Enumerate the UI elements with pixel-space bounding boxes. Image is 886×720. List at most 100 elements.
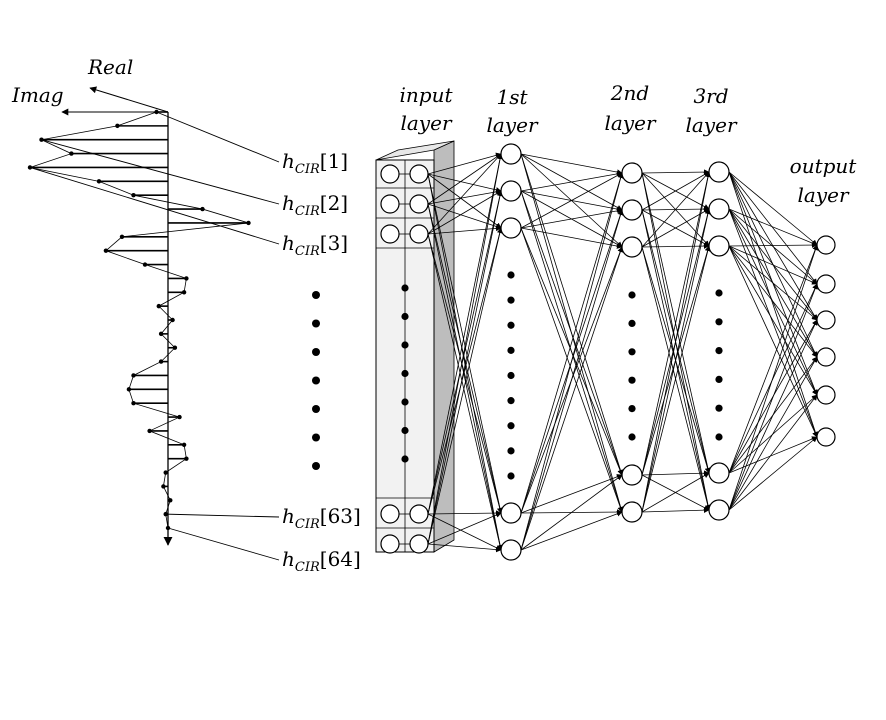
- connection: [427, 227, 503, 545]
- connection: [520, 172, 624, 551]
- hidden1-node: [500, 180, 522, 202]
- real-axis-arrow: [89, 86, 169, 113]
- connection: [641, 171, 711, 476]
- cir-envelope: [28, 111, 249, 529]
- input-ellipsis-dot: [401, 426, 409, 435]
- row-ellipsis-dot: [312, 433, 320, 442]
- connection: [728, 245, 818, 321]
- connection: [641, 472, 710, 513]
- leader-line: [165, 513, 280, 518]
- connection: [520, 227, 623, 513]
- connection: [427, 190, 503, 515]
- imag-axis-label: Imag: [11, 83, 64, 107]
- input-ellipsis-dot: [401, 341, 409, 349]
- connection: [520, 511, 623, 551]
- second-layer-label-line1: 2nd: [610, 81, 649, 105]
- connection: [520, 208, 623, 229]
- leader-line: [156, 111, 280, 163]
- connection: [427, 512, 502, 545]
- connection: [427, 227, 503, 515]
- hidden2-ellipsis-dot: [628, 319, 636, 327]
- network-connections: [399, 152, 819, 553]
- connection: [427, 233, 503, 551]
- third-layer-label-line2: layer: [685, 113, 737, 137]
- output-node: [816, 427, 836, 447]
- connection: [427, 173, 503, 514]
- hidden1-node: [500, 217, 522, 239]
- hidden1-ellipsis-dot: [507, 371, 515, 380]
- connection: [427, 513, 502, 551]
- connection: [728, 283, 818, 511]
- input-layer-block: [375, 140, 455, 553]
- leader-line: [41, 139, 280, 205]
- hidden3-node: [708, 235, 730, 257]
- connection: [728, 245, 818, 438]
- connection: [427, 203, 502, 230]
- hidden3-ellipsis-dot: [715, 347, 723, 355]
- connection: [728, 436, 818, 511]
- hidden2-node: [621, 464, 643, 486]
- hidden1-ellipsis-dot: [507, 271, 515, 279]
- hidden1-ellipsis-dot: [507, 422, 515, 430]
- row-ellipsis-dot: [312, 376, 320, 385]
- input-layer-label-line1: input: [400, 83, 454, 107]
- output-node: [816, 347, 836, 367]
- connection: [520, 474, 623, 514]
- connection: [427, 153, 503, 515]
- hidden3-node: [708, 161, 730, 183]
- connection: [728, 208, 818, 246]
- connection: [641, 171, 710, 248]
- hidden1-node: [500, 539, 522, 561]
- connection: [427, 233, 503, 514]
- cir-stem-plot: Real Imag: [11, 55, 251, 546]
- connection: [728, 245, 818, 358]
- connection: [728, 244, 819, 511]
- first-layer-label-line1: 1st: [496, 85, 528, 109]
- network-nodes: [380, 143, 836, 561]
- connection: [728, 394, 818, 511]
- connection: [520, 246, 624, 551]
- connection: [427, 173, 503, 551]
- hidden2-ellipsis-dot: [628, 405, 636, 413]
- output-layer-label-line2: layer: [797, 183, 849, 207]
- input-node: [409, 534, 429, 554]
- connection: [427, 203, 503, 514]
- connection: [728, 171, 818, 285]
- connection: [427, 203, 503, 551]
- input-node: [409, 194, 429, 214]
- connection: [728, 171, 819, 438]
- row-ellipsis-dot: [312, 319, 320, 328]
- connection: [520, 172, 623, 229]
- hidden3-ellipsis-dot: [715, 318, 723, 326]
- connection: [427, 153, 503, 545]
- connection: [641, 171, 711, 513]
- input-node: [380, 194, 400, 214]
- hidden3-ellipsis-dot: [715, 289, 723, 297]
- cir-label-5: hCIR[64]: [282, 547, 361, 575]
- second-layer-label-line2: layer: [604, 111, 656, 135]
- input-node: [380, 534, 400, 554]
- connection: [728, 242, 818, 248]
- connection: [728, 208, 818, 285]
- input-node: [380, 504, 400, 524]
- input-ellipsis-dot: [401, 369, 409, 378]
- connection: [427, 189, 502, 205]
- connection: [520, 227, 623, 249]
- cir-label-2: hCIR[2]: [282, 191, 348, 219]
- row-ellipsis-dot: [312, 405, 320, 413]
- hidden3-ellipsis-dot: [715, 404, 723, 412]
- row-ellipsis-dot: [312, 462, 320, 470]
- cir-row-ellipsis: [312, 291, 320, 470]
- connection: [641, 245, 711, 513]
- leader-lines: [29, 111, 280, 561]
- leader-line: [167, 527, 280, 561]
- connection: [520, 153, 623, 175]
- hidden1-ellipsis-dot: [507, 447, 515, 455]
- input-ellipsis-dot: [401, 455, 409, 463]
- hidden3-node: [708, 462, 730, 484]
- hidden1-node: [500, 502, 522, 524]
- connection: [427, 543, 502, 553]
- hidden1-ellipsis-dot: [507, 296, 515, 304]
- input-node: [380, 224, 400, 244]
